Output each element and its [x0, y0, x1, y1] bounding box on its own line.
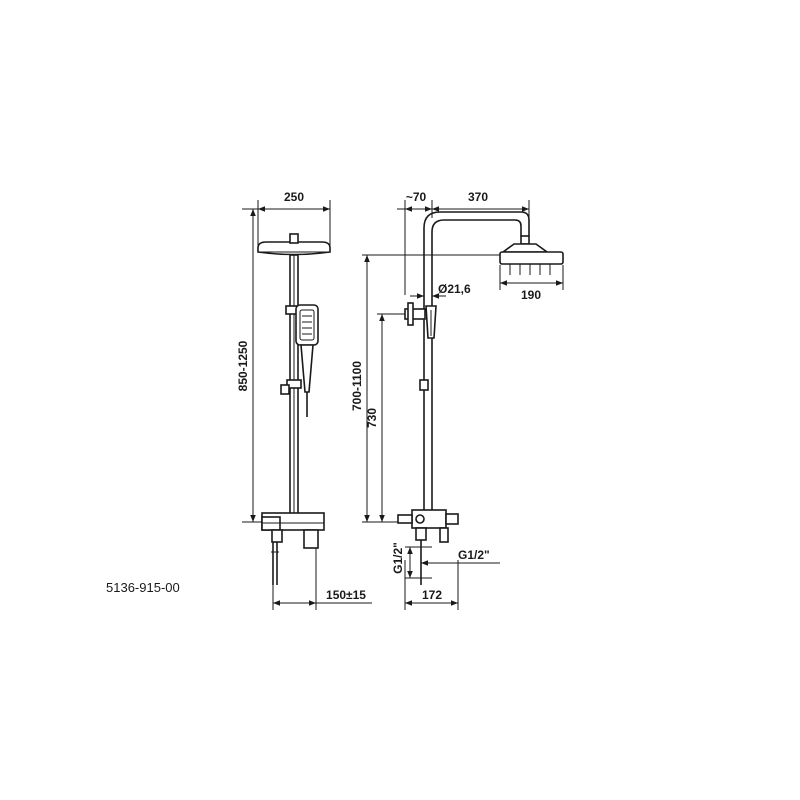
product-code: 5136-915-00 [106, 580, 180, 595]
dim-head-width-side: 190 [521, 288, 541, 302]
dim-spacing-front: 150±15 [326, 588, 366, 602]
dim-tube-diameter: Ø21,6 [438, 282, 471, 296]
dim-arm-length: 370 [468, 190, 488, 204]
dim-spacing-side: 172 [422, 588, 442, 602]
dim-inlet-horizontal: G1/2" [458, 548, 490, 562]
dim-height-holder: 730 [365, 408, 379, 428]
dim-inlet-vertical: G1/2" [391, 542, 405, 574]
side-view [362, 200, 564, 610]
dim-height-arm: 700-1100 [350, 361, 364, 411]
dim-head-width-front: 250 [284, 190, 304, 204]
dim-height-total: 850-1250 [236, 340, 250, 391]
dim-offset-top: ~70 [406, 190, 427, 204]
front-view [242, 200, 372, 610]
